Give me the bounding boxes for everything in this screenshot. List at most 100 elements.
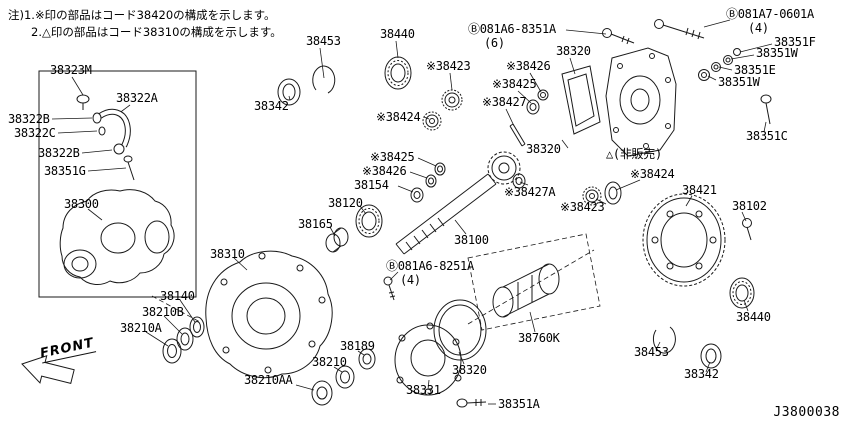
part-label-10-38423: ※38423 <box>426 59 471 73</box>
part-label-0-38323M: 38323M <box>50 63 92 77</box>
part-label-7-38453: 38453 <box>306 34 341 48</box>
part-label-25-38320: 38320 <box>526 142 561 156</box>
bearing-38120 <box>355 204 383 238</box>
part-label-9-38342: 38342 <box>254 99 289 113</box>
part-label-48-38320: 38320 <box>452 363 487 377</box>
part-label-47-38210AA: 38210AA <box>244 373 293 387</box>
bolt-081A6-8251A <box>383 276 396 301</box>
note-line-1: 注)1.※印の部品はコード38420の構成を示します。 <box>8 8 276 22</box>
drive-pinion-shaft-38100 <box>395 151 521 255</box>
part-label-33-38140: 38140 <box>160 289 195 303</box>
breather-assembly <box>76 94 135 181</box>
bearing-38440-bottom <box>729 277 755 309</box>
part-label-30-38120: 38120 <box>328 196 363 210</box>
part-label-45-38189: 38189 <box>340 339 375 353</box>
washer-38427A <box>512 173 526 189</box>
nut-38426-top <box>537 89 549 101</box>
part-label-11-38426: ※38426 <box>506 59 551 73</box>
part-label-26-: △(非販売) <box>606 147 662 161</box>
side-gear-38423-top <box>441 89 463 111</box>
part-label-43-4: (4) <box>400 273 421 287</box>
bolt-081A6-8351A <box>602 28 635 45</box>
part-label-50-38351A: 38351A <box>498 397 540 411</box>
washer-38351W-1 <box>723 55 733 65</box>
left-inset-frame <box>38 70 197 298</box>
ring-38424-right <box>604 181 622 205</box>
coupling-38760K <box>492 263 560 318</box>
part-label-40-38421: 38421 <box>682 183 717 197</box>
bearing-38210AA <box>311 380 333 406</box>
part-label-22-38351E: 38351E <box>734 63 776 77</box>
ring-gear-38421 <box>642 193 726 287</box>
snap-ring-38453-top <box>312 65 336 94</box>
bolt-38102 <box>742 218 752 241</box>
differential-housing-38300 <box>59 189 175 285</box>
part-label-38-38423: ※38423 <box>560 200 605 214</box>
part-label-36-38100: 38100 <box>454 233 489 247</box>
gasket-38320-bottom <box>433 299 487 361</box>
part-label-42-081A68251A: Ⓑ081A6-8251A <box>386 259 474 273</box>
part-label-53-38342: 38342 <box>684 367 719 381</box>
part-label-15-081A68351A: Ⓑ081A6-8351A <box>468 22 556 36</box>
part-label-46-38210: 38210 <box>312 355 347 369</box>
part-label-2-38322B: 38322B <box>8 112 50 126</box>
pinion-shaft-38427 <box>509 123 526 147</box>
snap-ring-38453-bottom <box>652 326 676 354</box>
part-label-39-38424: ※38424 <box>630 167 675 181</box>
gasket-38320-top <box>561 65 601 135</box>
nut-38426-mid <box>425 174 437 188</box>
part-label-52-38453: 38453 <box>634 345 669 359</box>
part-label-18-081A70601A: Ⓑ081A7-0601A <box>726 7 814 21</box>
carrier-cover-38310 <box>205 250 333 379</box>
note-line-2: 2.△印の部品はコード38310の構成を示します。 <box>31 25 282 40</box>
oil-seal-38342-top <box>277 78 301 106</box>
part-label-32-38310: 38310 <box>210 247 245 261</box>
washer-38425-mid <box>434 162 446 176</box>
part-label-20-38351F: 38351F <box>774 35 816 49</box>
washer-38154 <box>410 187 424 203</box>
ring-38210B <box>176 327 194 351</box>
cover-38331 <box>394 322 462 396</box>
part-label-3-38322C: 38322C <box>14 126 56 140</box>
part-label-19-4: (4) <box>748 21 769 35</box>
ring-38189 <box>358 348 376 370</box>
part-label-12-38425: ※38425 <box>492 77 537 91</box>
washer-38351F <box>733 48 741 56</box>
oil-seal-38342-bottom <box>700 343 722 369</box>
leader-lines <box>51 19 773 405</box>
ring-38210 <box>335 365 355 389</box>
part-label-6-38300: 38300 <box>64 197 99 211</box>
part-label-28-38426: ※38426 <box>362 164 407 178</box>
washer-38351E <box>711 62 721 72</box>
part-label-27-38425: ※38425 <box>370 150 415 164</box>
gear-38423-right <box>582 186 602 206</box>
washer-38351W-2 <box>698 69 710 81</box>
part-label-14-38424: ※38424 <box>376 110 421 124</box>
pinion-gear-38424-top <box>422 111 442 131</box>
bolt-38351C <box>760 94 772 125</box>
washer-38425-top <box>526 99 540 115</box>
part-label-4-38322B: 38322B <box>38 146 80 160</box>
part-label-16-6: (6) <box>484 36 505 50</box>
part-label-23-38351W: 38351W <box>718 75 760 89</box>
part-label-24-38351C: 38351C <box>746 129 788 143</box>
rear-carrier-housing <box>605 47 677 157</box>
part-label-41-38102: 38102 <box>732 199 767 213</box>
spacer-38165 <box>325 227 349 253</box>
bolt-081A7-0601A <box>654 19 705 40</box>
part-label-13-38427: ※38427 <box>482 95 527 109</box>
diagram-id: J3800038 <box>773 405 840 420</box>
assembly-dashed-lines <box>151 233 601 331</box>
shim-38140 <box>189 316 205 338</box>
part-label-17-38320: 38320 <box>556 44 591 58</box>
ring-38210A <box>162 338 182 364</box>
front-arrow <box>21 354 75 384</box>
diagram-notes: 注)1.※印の部品はコード38420の構成を示します。 2.△印の部品はコード3… <box>8 7 282 42</box>
part-label-29-38154: 38154 <box>354 178 389 192</box>
part-label-49-38331: 38331 <box>406 383 441 397</box>
part-label-37-38427A: ※38427A <box>504 185 556 199</box>
part-label-8-38440: 38440 <box>380 27 415 41</box>
part-label-31-38165: 38165 <box>298 217 333 231</box>
